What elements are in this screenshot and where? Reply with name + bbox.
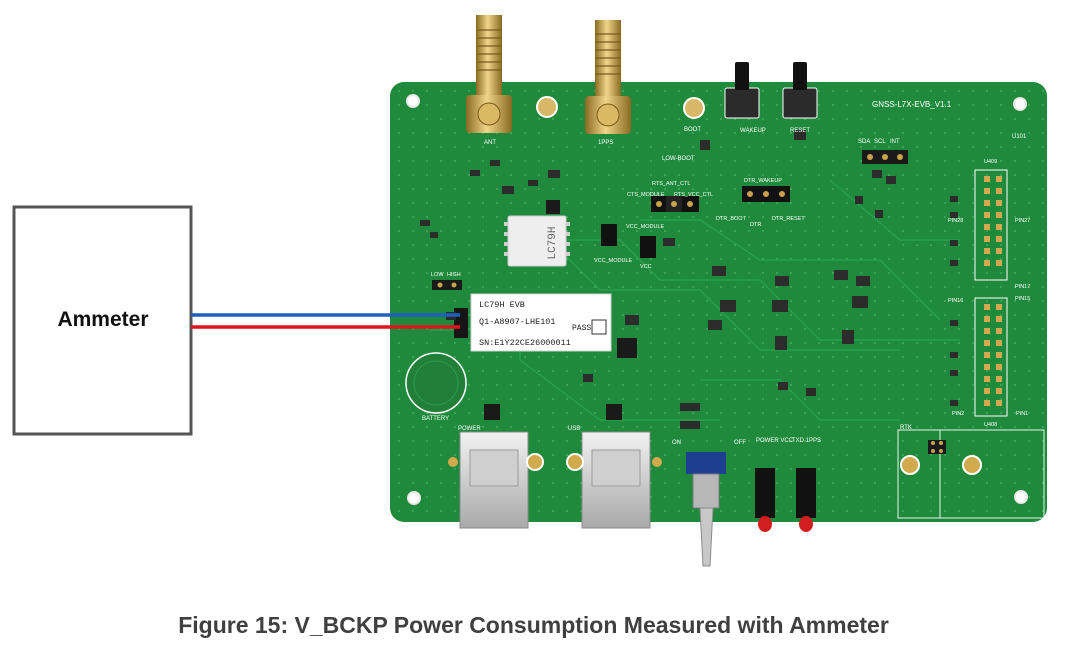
label-dtr-boot: DTR_BOOT <box>716 216 747 222</box>
reset-button <box>782 62 818 119</box>
label-u408: U408 <box>984 422 997 428</box>
jumper-header-rts <box>651 196 699 212</box>
ammeter-label: Ammeter <box>57 308 148 331</box>
pcb-board <box>390 82 1047 522</box>
module-label: LC79H <box>547 226 559 259</box>
wakeup-button <box>724 62 760 119</box>
sticker-line1: LC79H EVB <box>479 300 525 310</box>
label-high: HIGH <box>447 272 461 278</box>
label-low-boot: LOW-BOOT <box>662 156 695 162</box>
ic-chip <box>546 200 560 214</box>
ammeter-wires <box>191 313 460 329</box>
figure-caption: Figure 15: V_BCKP Power Consumption Meas… <box>178 612 889 638</box>
usb-ic <box>606 404 622 420</box>
label-wakeup: WAKEUP <box>740 128 766 134</box>
label-sda: SDA <box>858 139 870 145</box>
label-pin16: PIN16 <box>948 298 963 304</box>
silkscreen-labels: GNSS-L7X-EVB_V1.1 ANT 1PPS BOOT LOW-BOOT… <box>422 100 1030 446</box>
test-point <box>536 96 558 118</box>
pass-checkbox <box>591 319 607 335</box>
pin-header-u408 <box>974 297 1008 417</box>
ant-connector <box>466 15 512 133</box>
label-low: LOW <box>431 272 444 278</box>
sticker-line2: Q1-A8907-LHE101 <box>479 317 556 327</box>
l1l5-connector <box>585 20 631 134</box>
ic-chip <box>617 338 637 358</box>
label-battery: BATTERY <box>422 416 449 422</box>
led-1pps <box>796 468 816 532</box>
sticker-line3: SN:E1Y22CE26000011 <box>479 338 571 348</box>
label-pin1: PIN1 <box>1016 411 1028 417</box>
battery-holder <box>405 352 467 414</box>
jumper-vcc-module <box>601 224 656 258</box>
pin-header-u409 <box>974 169 1008 281</box>
label-dtr-reset: DTR_RESET <box>772 216 805 222</box>
label-cts-module: CTS_MODULE <box>627 192 665 198</box>
label-rtk: RTK <box>900 425 912 431</box>
boot-jumper <box>432 280 462 290</box>
label-rts-ant: RTS_ANT_CTL <box>652 181 690 187</box>
label-int: INT <box>890 139 900 145</box>
power-toggle-switch <box>686 452 726 567</box>
label-vcc-module: VCC_MODULE <box>626 224 665 230</box>
sticker-pass: PASS <box>572 324 591 333</box>
jumper-header-dtr <box>742 186 790 202</box>
label-pin15: PIN15 <box>1015 296 1030 302</box>
usb-connector-power <box>448 431 544 529</box>
label-pin27: PIN27 <box>1015 218 1030 224</box>
label-usb: USB <box>568 426 580 432</box>
label-reset: RESET <box>790 128 810 134</box>
label-scl: SCL <box>874 139 886 145</box>
label-rts-vcc: RTS_VCC_CTL <box>674 192 713 198</box>
label-dtr-wakeup: DTR_WAKEUP <box>744 178 782 184</box>
label-l1l5: 1PPS <box>598 140 613 146</box>
label-power: POWER <box>458 426 481 432</box>
mounting-hole <box>406 94 420 108</box>
label-u101: U101 <box>1012 134 1027 140</box>
label-pin17: PIN17 <box>1015 284 1030 290</box>
label-u409: U409 <box>984 159 997 165</box>
label-txd-1pps: TXD 1PPS <box>792 438 821 444</box>
label-off: OFF <box>734 440 746 446</box>
board-name: GNSS-L7X-EVB_V1.1 <box>872 100 952 109</box>
mounting-hole <box>1014 490 1028 504</box>
lc79h-module: LC79H <box>504 215 570 267</box>
label-vcc-module-2: VCC_MODULE <box>594 258 633 264</box>
label-on: ON <box>672 440 681 446</box>
label-boot: BOOT <box>684 127 701 133</box>
mounting-hole <box>1013 97 1027 111</box>
label-power-vcc: POWER VCC <box>756 438 794 444</box>
label-vcc: VCC <box>640 264 652 270</box>
label-pin2: PIN2 <box>952 411 964 417</box>
mounting-hole <box>407 491 421 505</box>
label-pin28: PIN28 <box>948 218 963 224</box>
led-power <box>755 468 775 532</box>
smd-components <box>420 130 958 429</box>
label-ant: ANT <box>484 140 496 146</box>
label-dtr: DTR <box>750 222 761 228</box>
ammeter: Ammeter <box>12 205 193 436</box>
test-point <box>683 97 705 119</box>
rtk-header <box>900 440 982 475</box>
usb-connector-usb <box>566 431 662 529</box>
i2c-header <box>862 150 908 164</box>
evb-sticker: LC79H EVB Q1-A8907-LHE101 SN:E1Y22CE2600… <box>470 293 612 352</box>
usb-ic <box>484 404 500 420</box>
